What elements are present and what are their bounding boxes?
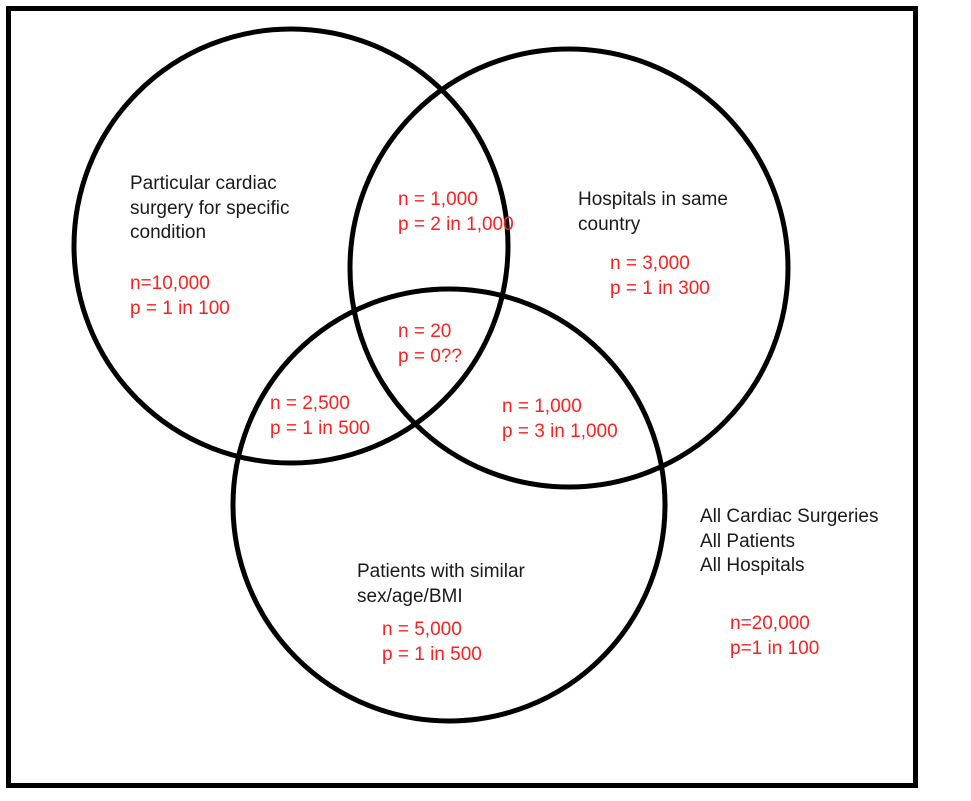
label-group-intersection-topleft-topright: n = 1,000 p = 2 in 1,000: [398, 188, 578, 237]
label-group-top-left-set: Particular cardiac surgery for specific …: [130, 172, 380, 321]
label-intersection-topleft-bottom-n: n = 2,500: [270, 393, 350, 414]
label-universe-p: p=1 in 100: [730, 637, 820, 659]
label-intersection-all-three-n: n = 20: [398, 321, 452, 342]
label-group-bottom-set: Patients with similar sex/age/BMI: [357, 560, 577, 609]
label-top-right-n: n = 3,000: [610, 253, 690, 274]
label-intersection-all-three-p: p = 0??: [398, 345, 462, 367]
label-intersection-topleft-bottom-p: p = 1 in 500: [270, 417, 370, 439]
label-universe-line1: All Cardiac Surgeries: [700, 506, 879, 527]
label-group-intersection-all-three: n = 20 p = 0??: [398, 320, 548, 369]
label-bottom-set-name: Patients with similar sex/age/BMI: [357, 561, 525, 607]
label-intersection-topleft-topright-p: p = 2 in 1,000: [398, 213, 514, 235]
label-bottom-p: p = 1 in 500: [382, 643, 482, 665]
circle-top-right-hospitals: [347, 46, 791, 490]
label-group-intersection-topright-bottom: n = 1,000 p = 3 in 1,000: [502, 395, 682, 444]
label-group-universe-stats: n=20,000 p=1 in 100: [730, 612, 930, 661]
label-intersection-topleft-topright-n: n = 1,000: [398, 189, 478, 210]
label-group-intersection-topleft-bottom: n = 2,500 p = 1 in 500: [270, 392, 440, 441]
label-top-left-n: n=10,000: [130, 273, 210, 295]
label-top-left-p: p = 1 in 100: [130, 297, 230, 319]
label-top-left-set-name: Particular cardiac surgery for specific …: [130, 173, 290, 244]
label-top-right-p: p = 1 in 300: [610, 277, 710, 299]
label-bottom-n: n = 5,000: [382, 619, 462, 640]
label-universe-n: n=20,000: [730, 613, 810, 634]
label-group-universe: All Cardiac Surgeries All Patients All H…: [700, 505, 940, 579]
label-intersection-topright-bottom-n: n = 1,000: [502, 396, 582, 417]
label-universe-line2: All Patients: [700, 530, 796, 552]
label-universe-line3: All Hospitals: [700, 555, 805, 577]
label-group-top-right-set: Hospitals in same country: [578, 188, 808, 237]
label-intersection-topright-bottom-p: p = 3 in 1,000: [502, 420, 618, 442]
circle-bottom-patients: [230, 286, 668, 724]
label-group-top-right-stats: n = 3,000 p = 1 in 300: [610, 252, 810, 301]
label-top-right-set-name: Hospitals in same country: [578, 189, 728, 235]
circle-top-left-cardiac-surgery: [71, 26, 511, 466]
spacer-top-left: [130, 246, 380, 272]
label-group-bottom-stats: n = 5,000 p = 1 in 500: [382, 618, 582, 667]
diagram-border-frame: [6, 6, 918, 788]
